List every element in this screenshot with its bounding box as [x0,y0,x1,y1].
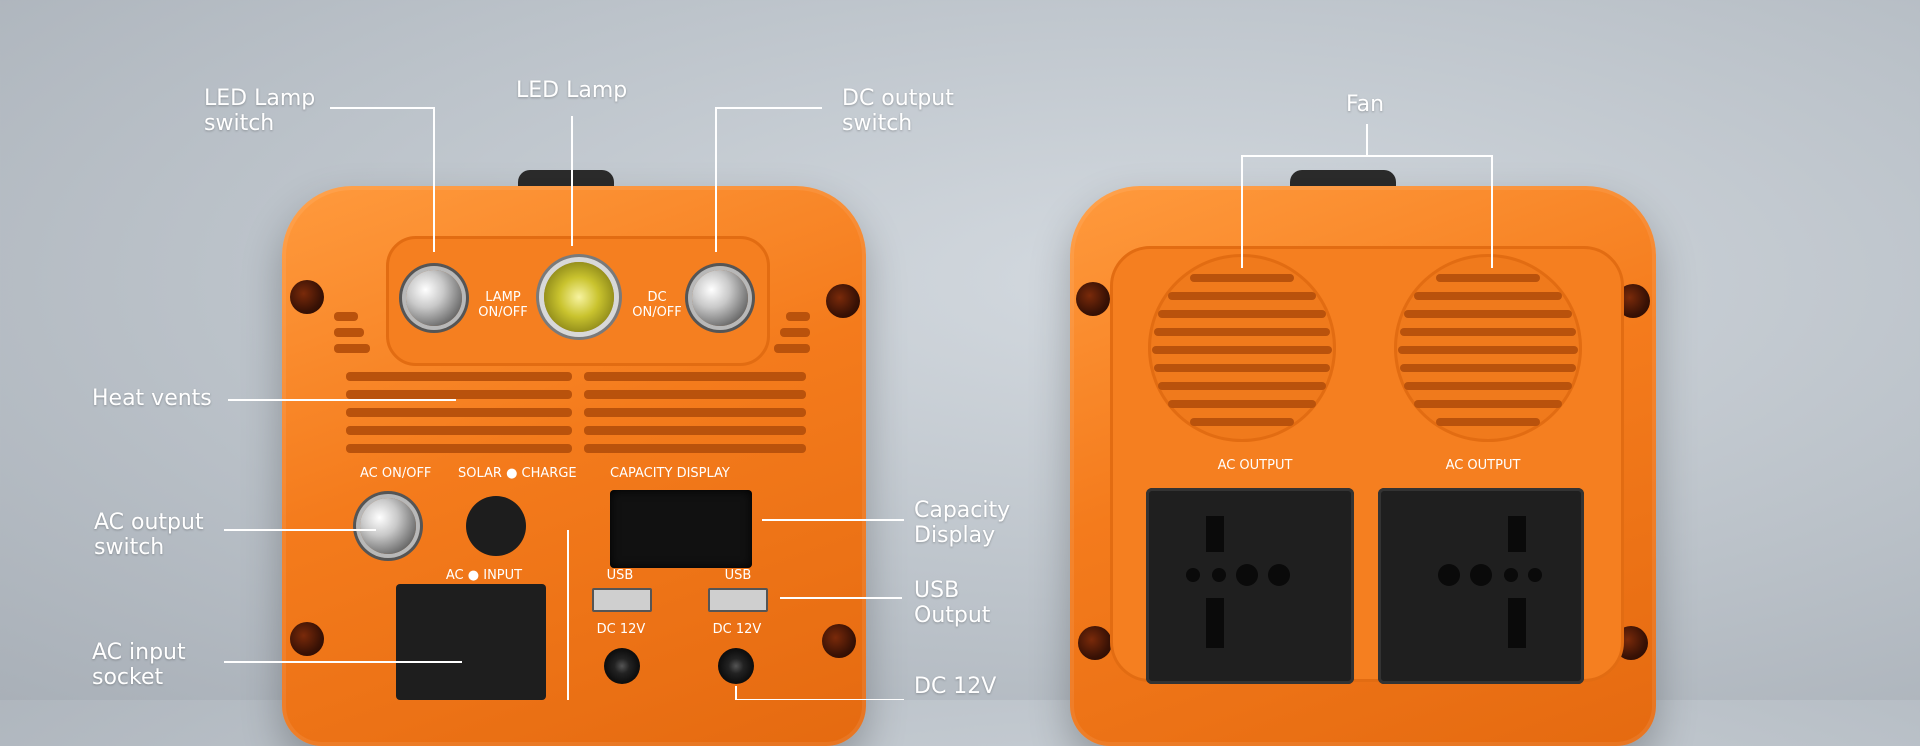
outlet-pin [1268,564,1290,586]
ac-output-switch-button[interactable] [360,498,416,554]
callout-ac-output-switch: AC output switch [94,510,204,560]
fan-slot [1158,382,1326,390]
fan-grille-right [1394,254,1582,442]
callout-led-lamp-switch: LED Lamp switch [204,86,316,136]
outlet-pin [1504,568,1518,582]
fan-slot [1414,292,1562,300]
callout-ac-input-socket: AC input socket [92,640,186,690]
ac-input-socket[interactable] [396,584,546,700]
outlet-pin [1508,516,1526,552]
fan-slot [1436,418,1540,426]
dc12v-label: DC 12V [596,622,646,637]
heat-vent [774,344,810,353]
fan-grille-left [1148,254,1336,442]
dc-onoff-label: DC ON/OFF [632,290,682,320]
screw [290,280,324,314]
heat-vent [584,390,806,399]
heat-vent [334,328,364,337]
usb-port[interactable] [592,588,652,612]
heat-vent [584,372,806,381]
capacity-display-screen [610,490,752,568]
usb-label: USB [724,568,752,583]
fan-slot [1436,274,1540,282]
usb-label: USB [606,568,634,583]
fan-slot [1398,346,1578,354]
heat-vent [346,408,572,417]
callout-capacity-display: Capacity Display [914,498,1011,548]
callout-dc-output-switch: DC output switch [842,86,954,136]
fan-slot [1154,364,1330,372]
screw [826,284,860,318]
heat-vent [584,408,806,417]
led-lamp [544,262,614,332]
outlet-pin [1470,564,1492,586]
leader-fan-bracket [1241,155,1493,268]
ac-onoff-label: AC ON/OFF [360,466,432,481]
heat-vent [334,344,370,353]
callout-fan: Fan [1346,92,1385,117]
usb-port[interactable] [708,588,768,612]
outlet-pin [1528,568,1542,582]
heat-vent [584,426,806,435]
dc12v-jack[interactable] [718,648,754,684]
outlet-pin [1236,564,1258,586]
solar-charge-port [466,496,526,556]
outlet-pin [1508,598,1526,648]
dc12v-jack[interactable] [604,648,640,684]
fan-slot [1400,328,1576,336]
ac-output-outlet-left[interactable] [1146,488,1354,684]
fan-slot [1168,292,1316,300]
heat-vent [334,312,358,321]
solar-charge-label: SOLAR ● CHARGE [458,466,577,481]
fan-slot [1404,382,1572,390]
outlet-pin [1438,564,1460,586]
led-lamp-switch-button[interactable] [406,270,462,326]
screw [1076,282,1110,316]
outlet-pin [1212,568,1226,582]
lamp-onoff-label: LAMP ON/OFF [478,290,528,320]
heat-vent [780,328,810,337]
fan-slot [1190,418,1294,426]
heat-vent [346,390,572,399]
ac-output-outlet-right[interactable] [1378,488,1584,684]
callout-lines [0,0,1920,700]
callout-usb-output: USB Output [914,578,991,628]
fan-slot [1168,400,1316,408]
fan-slot [1414,400,1562,408]
fan-slot [1154,328,1330,336]
outlet-pin [1206,516,1224,552]
screw [290,622,324,656]
outlet-pin [1186,568,1200,582]
leader-dc-output-switch [715,107,822,252]
heat-vent [346,444,572,453]
callout-heat-vents: Heat vents [92,386,212,411]
fan-slot [1190,274,1294,282]
capacity-display-label: CAPACITY DISPLAY [610,466,730,481]
fan-slot [1404,310,1572,318]
fan-slot [1158,310,1326,318]
dc12v-label: DC 12V [712,622,762,637]
heat-vent [346,426,572,435]
leader-dc-12v [735,686,904,700]
callout-led-lamp: LED Lamp [516,78,628,103]
heat-vent [584,444,806,453]
screw [822,624,856,658]
ac-input-label: AC ● INPUT [445,568,523,583]
dc-output-switch-button[interactable] [692,270,748,326]
fan-slot [1400,364,1576,372]
fan-slot [1152,346,1332,354]
ac-output-label: AC OUTPUT [1217,458,1293,473]
heat-vent [346,372,572,381]
ac-output-label: AC OUTPUT [1445,458,1521,473]
heat-vent [786,312,810,321]
screw [1078,626,1112,660]
callout-dc-12v: DC 12V [914,674,997,699]
outlet-pin [1206,598,1224,648]
leader-led-lamp-switch [330,107,435,252]
